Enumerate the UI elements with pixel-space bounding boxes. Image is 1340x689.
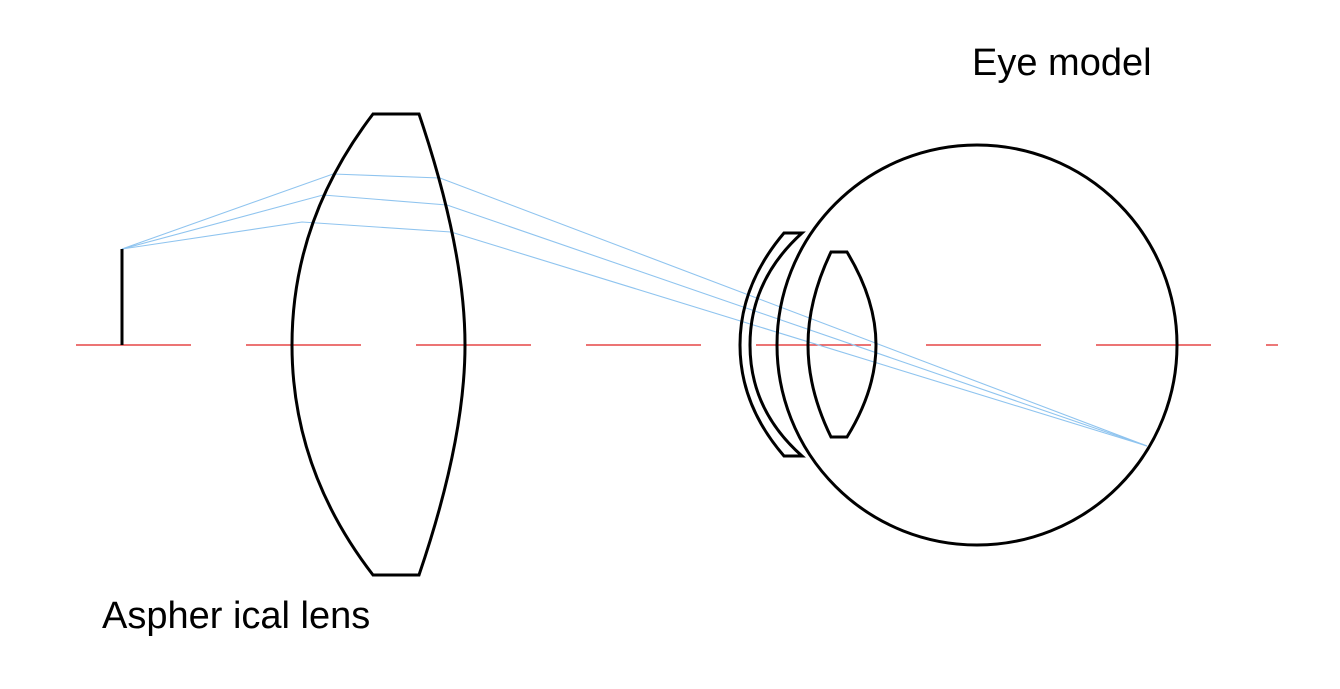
ray-middle <box>121 194 1148 447</box>
lens-label: Aspher ical lens <box>102 595 370 637</box>
ray-upper <box>121 173 1148 447</box>
eye-model-label: Eye model <box>972 42 1152 84</box>
cornea <box>738 231 806 458</box>
light-rays <box>121 173 1148 447</box>
eyeball <box>775 143 1179 547</box>
ray-lower <box>121 221 1148 447</box>
aspherical-lens <box>290 112 467 577</box>
crystalline-lens <box>806 250 878 439</box>
